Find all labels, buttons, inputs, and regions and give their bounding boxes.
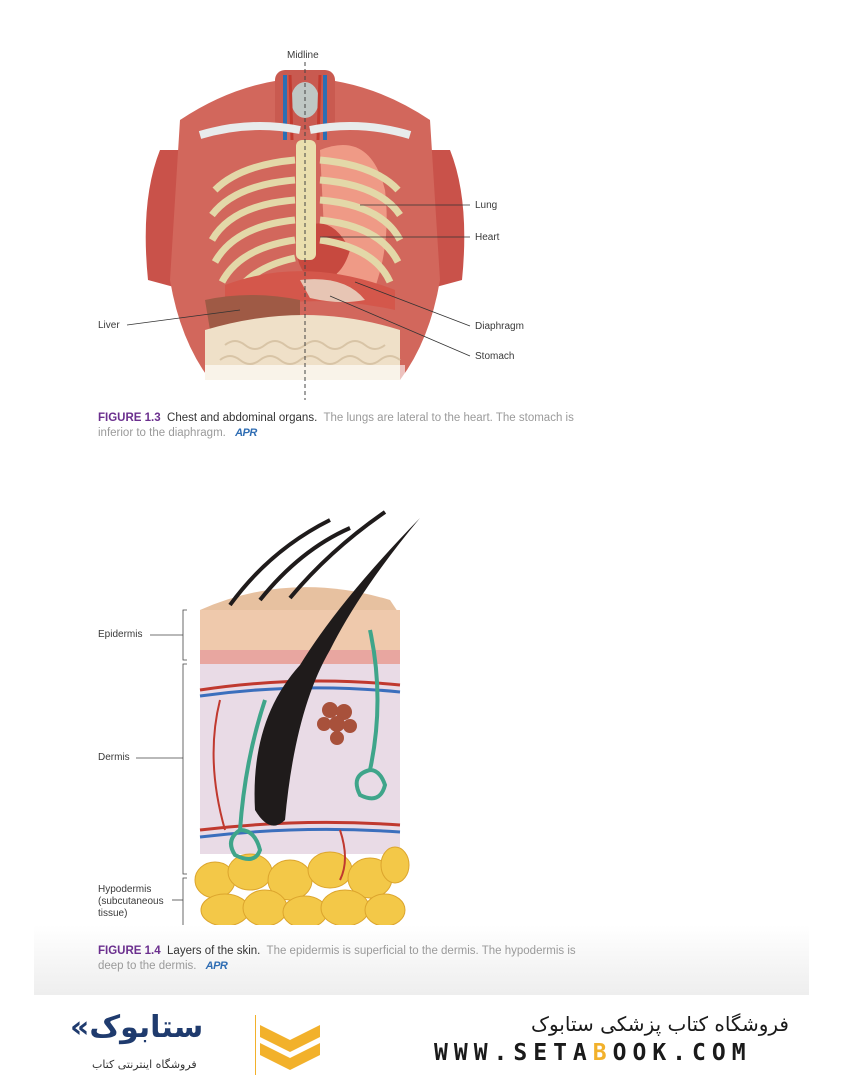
torso-illustration bbox=[126, 62, 471, 400]
apr-logo-icon: APR bbox=[205, 960, 228, 972]
store-url[interactable]: WWW.SETABOOK.COM bbox=[434, 1040, 752, 1066]
label-hypodermis: Hypodermis (subcutaneous tissue) bbox=[98, 884, 164, 920]
url-part-2: OOK.COM bbox=[612, 1040, 752, 1066]
label-diaphragm: Diaphragm bbox=[475, 321, 524, 332]
hypodermis-line-1: Hypodermis bbox=[98, 884, 152, 895]
setabook-logo: «ستابوک bbox=[70, 1010, 204, 1045]
logo-tagline: فروشگاه اینترنتی کتاب bbox=[92, 1058, 197, 1071]
label-lung: Lung bbox=[475, 200, 498, 211]
figure-number: FIGURE 1.4 bbox=[98, 945, 161, 957]
figure-text: The lungs are lateral to the heart. The … bbox=[98, 412, 574, 439]
label-epidermis: Epidermis bbox=[98, 629, 143, 640]
label-stomach: Stomach bbox=[475, 351, 515, 362]
figure-1-4-caption: FIGURE 1.4 Layers of the skin. The epide… bbox=[98, 944, 598, 974]
url-highlight: B bbox=[592, 1040, 613, 1066]
figure-number: FIGURE 1.3 bbox=[98, 412, 161, 424]
setabook-emblem-icon bbox=[255, 1015, 320, 1075]
figure-text: The epidermis is superficial to the derm… bbox=[98, 945, 576, 972]
label-liver: Liver bbox=[98, 320, 120, 331]
label-heart: Heart bbox=[475, 232, 500, 243]
figure-1-3-caption: FIGURE 1.3 Chest and abdominal organs. T… bbox=[98, 411, 598, 441]
figure-title: Layers of the skin. bbox=[167, 945, 261, 957]
hypodermis-line-2: (subcutaneous bbox=[98, 896, 164, 907]
label-midline: Midline bbox=[287, 50, 319, 61]
figure-title: Chest and abdominal organs. bbox=[167, 412, 318, 424]
hypodermis-line-3: tissue) bbox=[98, 908, 128, 919]
apr-logo-icon: APR bbox=[235, 427, 257, 439]
label-dermis: Dermis bbox=[98, 752, 130, 763]
caption-background bbox=[34, 925, 809, 995]
url-part-1: WWW.SETA bbox=[434, 1040, 593, 1066]
skin-illustration bbox=[136, 510, 420, 929]
store-title: فروشگاه کتاب پزشکی ستابوک bbox=[531, 1012, 789, 1036]
